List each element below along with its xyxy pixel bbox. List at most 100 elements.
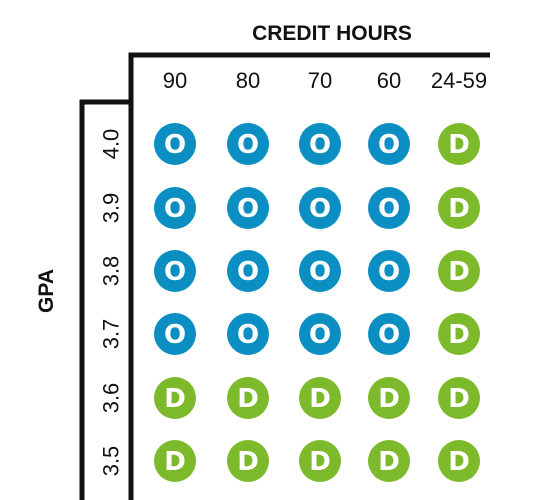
status-badge: O bbox=[368, 123, 410, 165]
status-badge: O bbox=[299, 123, 341, 165]
column-label: 70 bbox=[308, 68, 332, 93]
row-label: 3.8 bbox=[99, 256, 124, 287]
column-label: 60 bbox=[377, 68, 401, 93]
badge-letter: O bbox=[237, 320, 259, 350]
status-badge: O bbox=[368, 313, 410, 355]
badge-letter: O bbox=[309, 130, 331, 160]
badge-circle bbox=[299, 440, 341, 482]
status-badge: D bbox=[438, 187, 480, 229]
badge-circle bbox=[154, 123, 196, 165]
status-badge: D bbox=[438, 250, 480, 292]
badge-letter: D bbox=[448, 320, 470, 350]
badge-circle bbox=[368, 187, 410, 229]
column-label: 24-59 bbox=[431, 68, 487, 93]
badge-letter: O bbox=[309, 320, 331, 350]
badge-circle bbox=[368, 250, 410, 292]
status-badge: O bbox=[227, 313, 269, 355]
badge-letter: O bbox=[378, 130, 400, 160]
row-label: 3.9 bbox=[99, 193, 124, 224]
status-badge: O bbox=[299, 313, 341, 355]
status-badge: D bbox=[299, 440, 341, 482]
badge-circle bbox=[368, 377, 410, 419]
badge-circle bbox=[154, 440, 196, 482]
badge-letter: O bbox=[378, 320, 400, 350]
badge-letter: D bbox=[237, 447, 259, 477]
status-badge: D bbox=[154, 377, 196, 419]
row-label: 3.6 bbox=[99, 383, 124, 414]
badge-letter: O bbox=[237, 194, 259, 224]
badge-circle bbox=[154, 377, 196, 419]
status-badge: O bbox=[154, 123, 196, 165]
column-label: 90 bbox=[163, 68, 187, 93]
badge-letter: D bbox=[448, 384, 470, 414]
column-axis-title: CREDIT HOURS bbox=[252, 22, 412, 45]
status-badge: D bbox=[438, 313, 480, 355]
badge-letter: D bbox=[378, 447, 400, 477]
badge-letter: O bbox=[309, 257, 331, 287]
status-badge: D bbox=[154, 440, 196, 482]
badge-circle bbox=[227, 250, 269, 292]
badge-circle bbox=[227, 377, 269, 419]
badge-circle bbox=[299, 313, 341, 355]
badge-letter: D bbox=[448, 447, 470, 477]
status-badge: O bbox=[227, 123, 269, 165]
badge-circle bbox=[368, 123, 410, 165]
status-badge: O bbox=[227, 187, 269, 229]
badge-letter: D bbox=[164, 384, 186, 414]
column-labels: 90 80 70 60 24-59 bbox=[163, 68, 487, 93]
badge-letter: O bbox=[309, 194, 331, 224]
column-label: 80 bbox=[236, 68, 260, 93]
badge-circle bbox=[438, 123, 480, 165]
status-badge: O bbox=[154, 313, 196, 355]
badge-circle bbox=[368, 313, 410, 355]
badge-letter: D bbox=[378, 384, 400, 414]
row-axis-title: GPA bbox=[35, 269, 58, 313]
status-badge: O bbox=[368, 187, 410, 229]
badge-letter: D bbox=[237, 384, 259, 414]
row-label: 4.0 bbox=[99, 129, 124, 160]
badge-letter: D bbox=[448, 194, 470, 224]
row-label: 3.5 bbox=[99, 446, 124, 477]
badge-letter: D bbox=[448, 257, 470, 287]
badge-letter: O bbox=[378, 194, 400, 224]
status-badge: O bbox=[299, 250, 341, 292]
badge-letter: O bbox=[237, 130, 259, 160]
status-badge: D bbox=[368, 377, 410, 419]
badge-letter: O bbox=[164, 194, 186, 224]
badge-circle bbox=[438, 250, 480, 292]
badge-letter: D bbox=[309, 384, 331, 414]
badge-circle bbox=[438, 440, 480, 482]
badge-circle bbox=[227, 313, 269, 355]
badge-circle bbox=[299, 377, 341, 419]
badge-circle bbox=[438, 313, 480, 355]
badge-circle bbox=[299, 123, 341, 165]
badge-letter: D bbox=[448, 130, 470, 160]
badge-circle bbox=[227, 123, 269, 165]
status-badge: O bbox=[368, 250, 410, 292]
row-labels: 4.0 3.9 3.8 3.7 3.6 3.5 bbox=[99, 129, 124, 477]
column-header-rule bbox=[128, 52, 490, 500]
badge-letter: O bbox=[164, 320, 186, 350]
badge-circle bbox=[227, 187, 269, 229]
status-badge: D bbox=[438, 377, 480, 419]
badge-circle bbox=[438, 377, 480, 419]
badge-circle bbox=[154, 250, 196, 292]
badge-letter: O bbox=[164, 130, 186, 160]
badge-letter: O bbox=[378, 257, 400, 287]
status-badge: D bbox=[299, 377, 341, 419]
row-header-rule bbox=[79, 99, 131, 500]
status-badge: O bbox=[154, 187, 196, 229]
status-badge: O bbox=[299, 187, 341, 229]
badge-circle bbox=[438, 187, 480, 229]
status-badge: D bbox=[227, 440, 269, 482]
badge-letter: D bbox=[164, 447, 186, 477]
badge-circle bbox=[299, 187, 341, 229]
badge-circle bbox=[299, 250, 341, 292]
badge-letter: O bbox=[237, 257, 259, 287]
badge-circle bbox=[154, 313, 196, 355]
badge-circle bbox=[368, 440, 410, 482]
status-badge: D bbox=[227, 377, 269, 419]
badge-circle bbox=[227, 440, 269, 482]
